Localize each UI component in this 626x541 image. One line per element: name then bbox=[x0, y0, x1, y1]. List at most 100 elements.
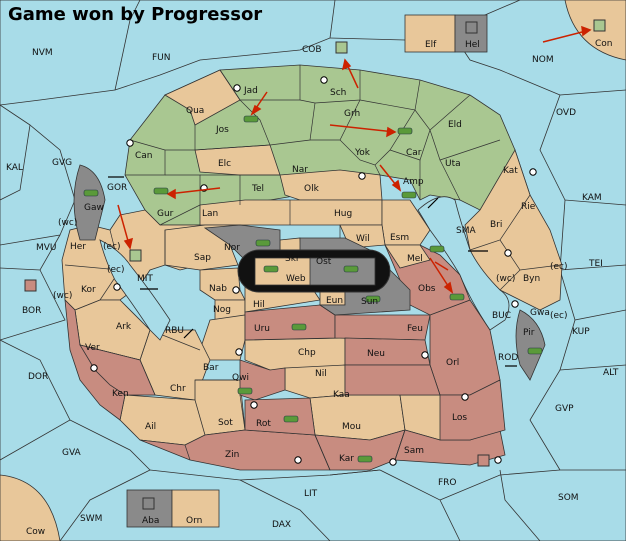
label-neu: Neu bbox=[367, 349, 385, 359]
label-yok: Yok bbox=[354, 148, 371, 158]
mit-inland-sea bbox=[99, 239, 171, 341]
orn-region bbox=[171, 489, 220, 528]
label-ark: Ark bbox=[116, 322, 132, 332]
coast-mark: (wc) bbox=[496, 274, 515, 284]
label-som: SOM bbox=[558, 493, 579, 503]
label-nab: Nab bbox=[209, 284, 227, 294]
label-aba: Aba bbox=[142, 516, 159, 526]
province-borders bbox=[64, 65, 561, 471]
qua-tan bbox=[164, 69, 241, 126]
label-nog: Nog bbox=[213, 305, 231, 315]
label-mit: MIT bbox=[137, 274, 153, 284]
label-nor: Nor bbox=[224, 243, 240, 253]
tank-icon-group bbox=[83, 115, 543, 463]
label-fun: FUN bbox=[152, 53, 171, 63]
label-dax: DAX bbox=[272, 520, 291, 530]
continent bbox=[61, 64, 563, 471]
label-kaa: Kaa bbox=[333, 390, 350, 400]
tank-icon bbox=[401, 191, 417, 199]
label-amp: Amp bbox=[403, 177, 424, 187]
ship-icon bbox=[477, 454, 490, 467]
coast-mark: (ec) bbox=[550, 262, 568, 272]
label-buc: BUC bbox=[492, 311, 511, 321]
los-red bbox=[439, 379, 506, 441]
label-orl: Orl bbox=[446, 358, 459, 368]
label-tel: Tel bbox=[251, 184, 264, 194]
label-gur: Gur bbox=[157, 209, 174, 219]
move-arrows bbox=[117, 25, 592, 294]
pir-neutral bbox=[515, 309, 546, 381]
tank-icon bbox=[397, 127, 413, 135]
tank-icon bbox=[365, 295, 381, 303]
label-ail: Ail bbox=[145, 422, 156, 432]
label-hel: Hel bbox=[465, 40, 480, 50]
tank-icon bbox=[429, 245, 445, 253]
label-bri: Bri bbox=[490, 220, 502, 230]
label-sam: Sam bbox=[404, 446, 424, 456]
label-lan: Lan bbox=[202, 209, 218, 219]
label-kar: Kar bbox=[339, 454, 354, 464]
gaw-neutral bbox=[73, 164, 106, 241]
tank-icon bbox=[291, 323, 307, 331]
label-nar: Nar bbox=[292, 165, 308, 175]
mel-tan bbox=[384, 244, 431, 269]
label-eun: Eun bbox=[326, 296, 343, 306]
label-wil: Wil bbox=[356, 234, 370, 244]
label-gor: GOR bbox=[107, 183, 127, 193]
label-rbu: RBU bbox=[165, 326, 184, 336]
coast-mark: (wc) bbox=[53, 291, 72, 301]
label-jad: Jad bbox=[243, 86, 258, 96]
coast-mark: (ec) bbox=[550, 311, 568, 321]
sma-inland-sea bbox=[417, 196, 510, 331]
label-gaw: Gaw bbox=[84, 203, 104, 213]
ship-icon bbox=[129, 249, 142, 262]
label-sma: SMA bbox=[456, 226, 476, 236]
label-kor: Kor bbox=[81, 285, 96, 295]
label-nil: Nil bbox=[315, 369, 327, 379]
label-ver: Ver bbox=[85, 343, 100, 353]
chp-tan bbox=[244, 337, 346, 371]
tank-icon bbox=[237, 387, 253, 395]
label-kup: KUP bbox=[572, 327, 590, 337]
label-ost: Ost bbox=[316, 257, 332, 267]
label-rod: ROD bbox=[498, 353, 518, 363]
label-sot: Sot bbox=[218, 418, 233, 428]
label-hug: Hug bbox=[334, 209, 352, 219]
label-qwi: Qwi bbox=[232, 373, 249, 383]
label-nvm: NVM bbox=[32, 48, 53, 58]
elf-region bbox=[404, 14, 456, 53]
kaa-red bbox=[344, 364, 441, 396]
label-kam: KAM bbox=[582, 193, 602, 203]
lan-hug-tan bbox=[199, 199, 383, 226]
region-labels: NVM FUN COB Elf Hel NOM Con KAL GVG OVD … bbox=[6, 39, 619, 537]
label-los: Los bbox=[452, 413, 467, 423]
neu-red bbox=[344, 337, 431, 366]
label-sch: Sch bbox=[330, 88, 346, 98]
label-bor: BOR bbox=[22, 306, 41, 316]
label-can: Can bbox=[135, 151, 153, 161]
label-kal: KAL bbox=[6, 163, 23, 173]
label-gva: GVA bbox=[62, 448, 82, 458]
label-kat: Kat bbox=[503, 166, 518, 176]
label-esm: Esm bbox=[390, 233, 409, 243]
label-gvg: GVG bbox=[52, 158, 72, 168]
label-her: Her bbox=[70, 242, 86, 252]
ship-icon-group bbox=[24, 19, 606, 510]
ship-icon bbox=[593, 19, 606, 32]
label-fro: FRO bbox=[438, 478, 457, 488]
ship-icon bbox=[142, 497, 155, 510]
label-pir: Pir bbox=[523, 328, 535, 338]
ship-icon bbox=[335, 41, 348, 54]
label-eld: Eld bbox=[448, 120, 462, 130]
tank-icon bbox=[243, 115, 259, 123]
ship-icon bbox=[465, 21, 478, 34]
label-uta: Uta bbox=[445, 159, 461, 169]
label-tei: TEI bbox=[588, 259, 603, 269]
label-gwa: Gwa bbox=[530, 308, 550, 318]
label-olk: Olk bbox=[304, 184, 320, 194]
label-elf: Elf bbox=[425, 40, 437, 50]
tank-icon bbox=[527, 347, 543, 355]
label-jos: Jos bbox=[215, 125, 229, 135]
tank-icon bbox=[83, 189, 99, 197]
